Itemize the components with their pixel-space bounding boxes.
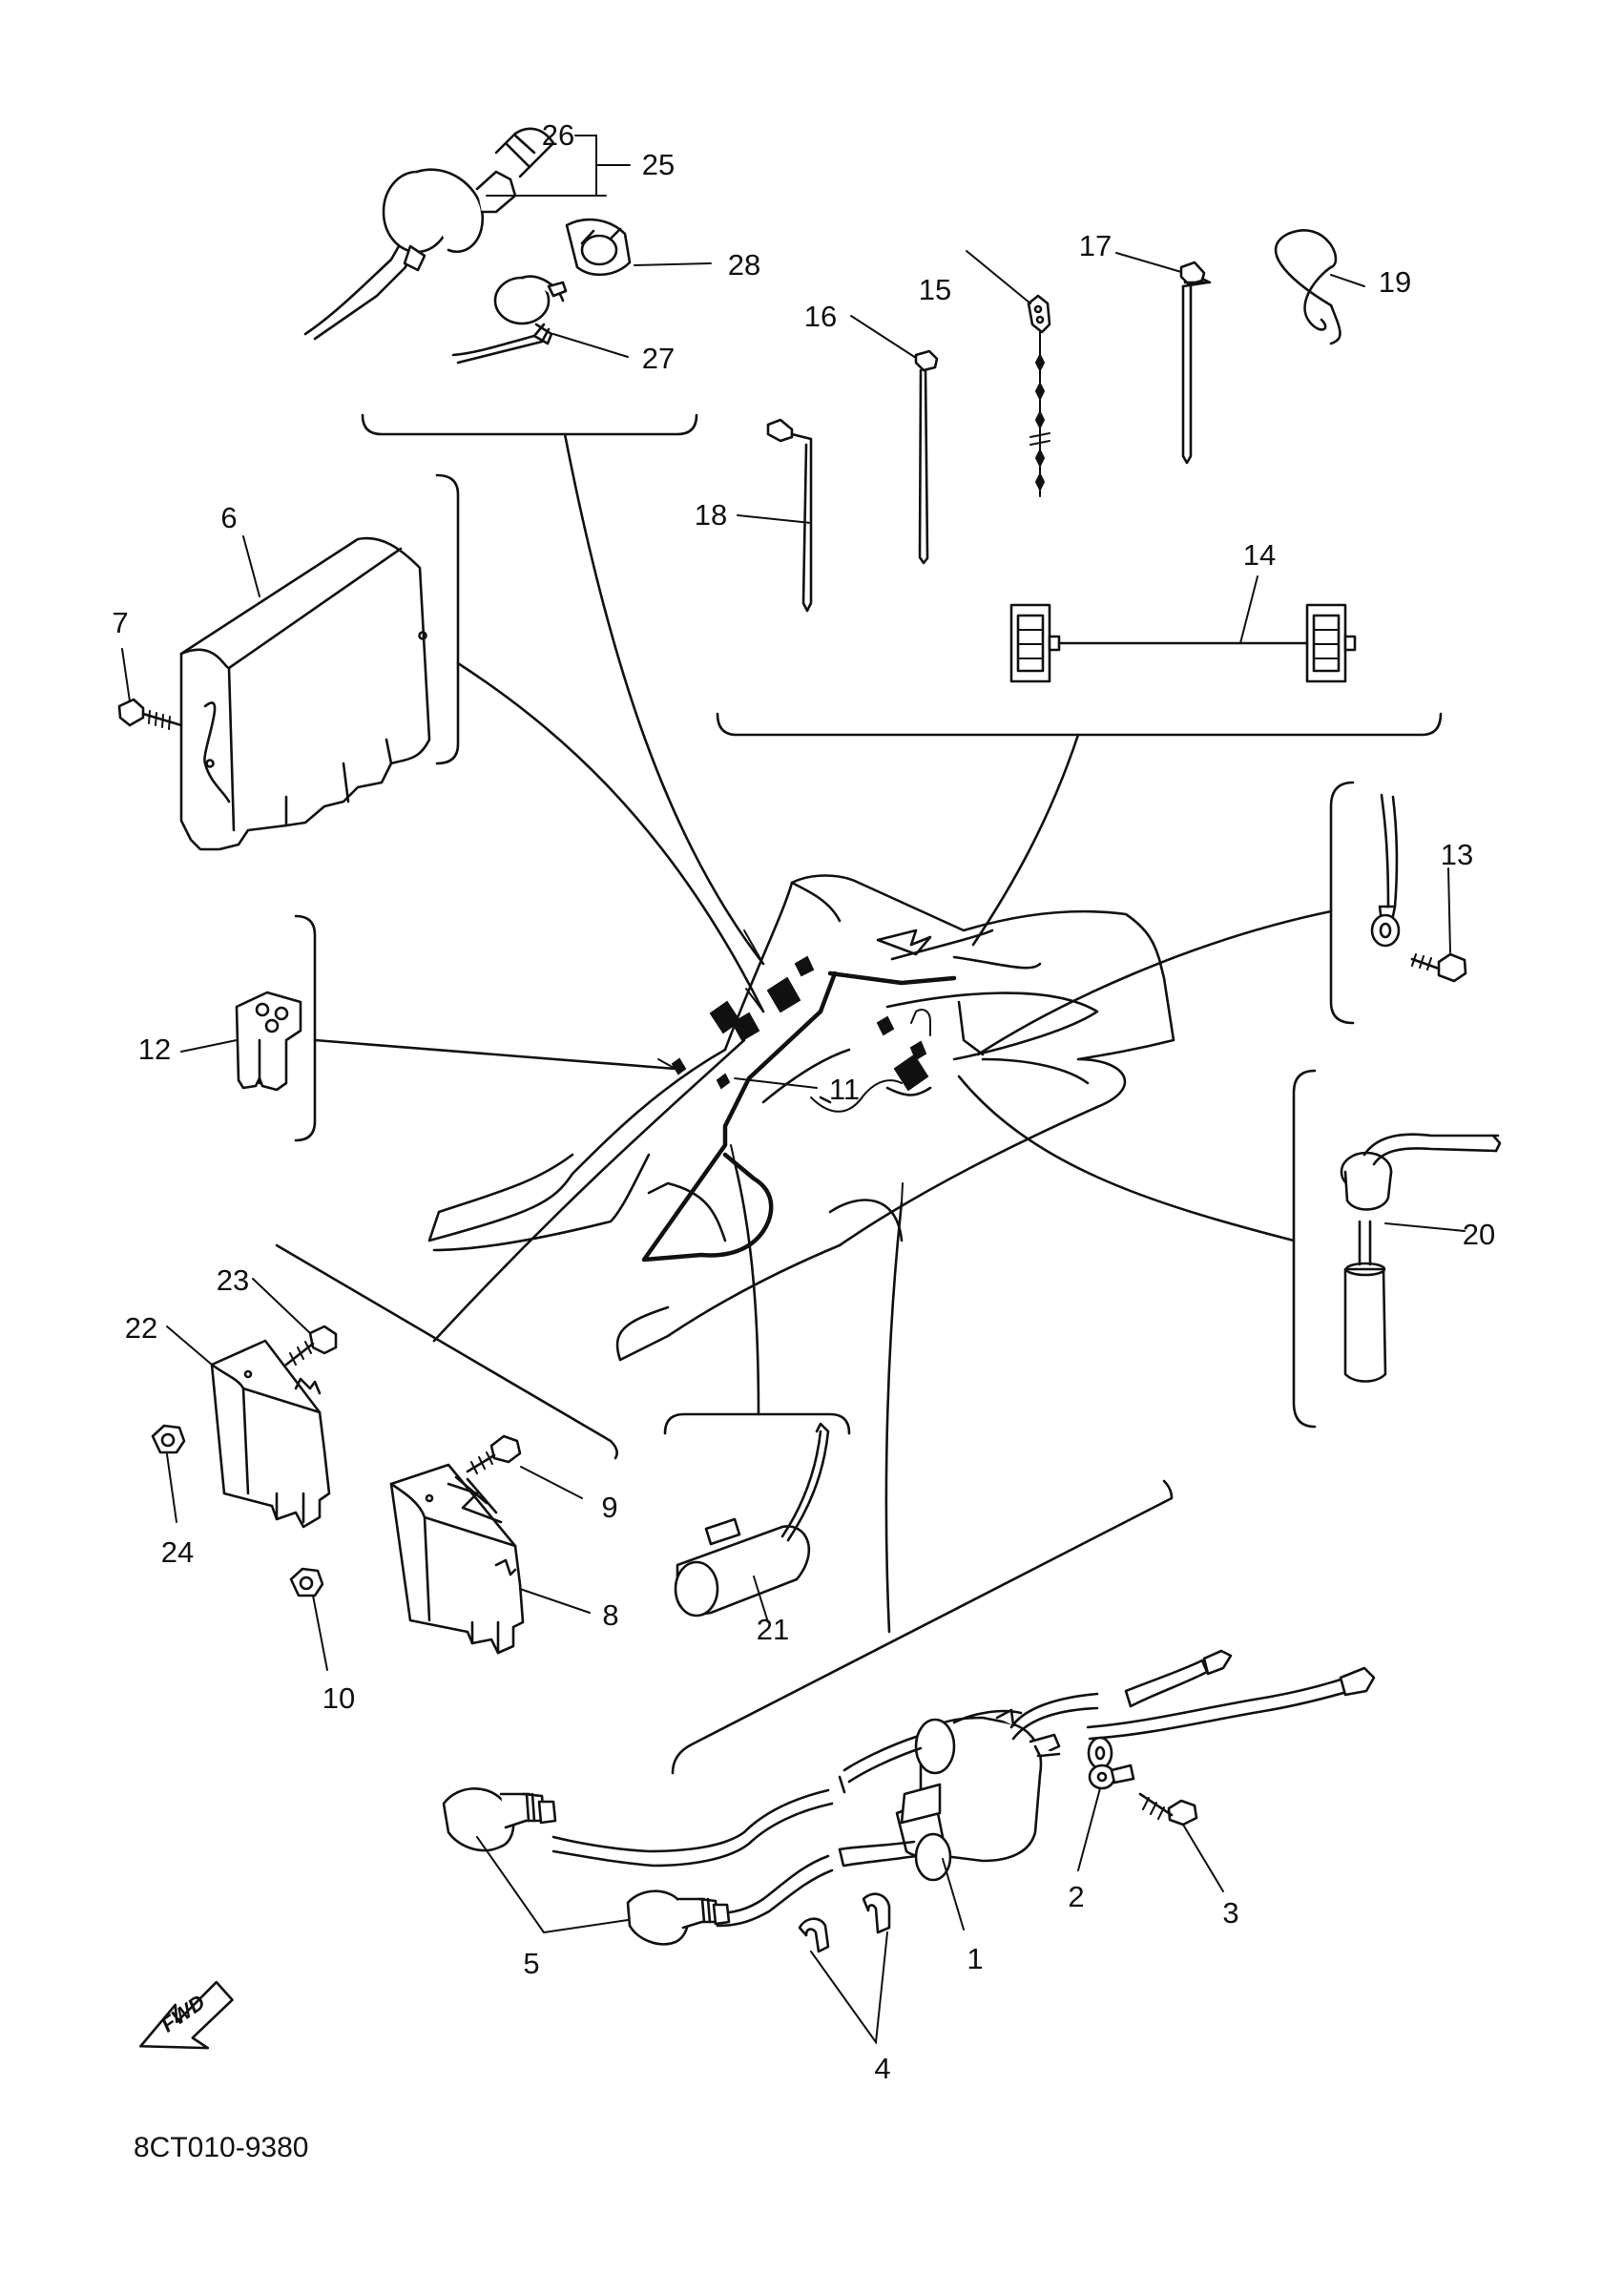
nut-part-10 xyxy=(289,1567,324,1597)
capacitor-part-21 xyxy=(674,1422,830,1618)
cable-tie-part-18 xyxy=(766,418,813,613)
hull-connectors xyxy=(671,955,931,1113)
bolt-part-7 xyxy=(117,698,183,730)
bolt-part-23 xyxy=(284,1325,338,1367)
callout-leaders xyxy=(121,135,1466,2045)
callout-21: 21 xyxy=(757,1613,789,1646)
sensor-part-20 xyxy=(1340,1133,1502,1383)
module-part-8 xyxy=(389,1463,525,1655)
module-part-22 xyxy=(210,1339,331,1529)
ecm-control-unit xyxy=(179,536,431,851)
callout-14: 14 xyxy=(1243,538,1276,572)
harness-connector-i xyxy=(716,1073,731,1090)
coil-wires xyxy=(551,1649,1376,1928)
ring-terminal-part-2 xyxy=(1088,1764,1135,1790)
switch-part-27 xyxy=(451,275,568,365)
callout-11: 11 xyxy=(829,1073,860,1106)
hose-clip-part-19 xyxy=(1274,229,1341,345)
cable-tie-part-17 xyxy=(1179,261,1212,465)
ignition-coil-part-1 xyxy=(895,1708,1061,1882)
connection-lines xyxy=(313,432,1333,1634)
callout-9: 9 xyxy=(601,1491,617,1524)
callout-24: 24 xyxy=(161,1535,194,1569)
group-brackets xyxy=(275,413,1443,1775)
callout-16: 16 xyxy=(804,300,837,333)
bolt-part-13 xyxy=(1410,952,1467,983)
callout-7: 7 xyxy=(112,606,128,639)
callout-numbers: 1 2 3 4 5 6 7 8 9 10 11 12 13 14 15 16 1… xyxy=(112,118,1495,2085)
callout-27: 27 xyxy=(642,342,675,375)
callout-20: 20 xyxy=(1463,1218,1495,1251)
hull-body-outline xyxy=(427,874,1175,1362)
callout-17: 17 xyxy=(1079,229,1112,262)
callout-5: 5 xyxy=(523,1947,539,1980)
callout-10: 10 xyxy=(322,1681,355,1715)
callout-22: 22 xyxy=(125,1311,157,1345)
wire-clips-part-4 xyxy=(798,1892,891,1953)
callout-23: 23 xyxy=(217,1263,249,1297)
clamp-chain-part-15 xyxy=(1027,294,1051,497)
callout-4: 4 xyxy=(874,2052,890,2085)
ignition-nut-part-28 xyxy=(565,218,632,277)
harness-connector-a xyxy=(766,976,801,1013)
diagram-code: 8CT010-9380 xyxy=(134,2132,308,2163)
harness-connector-c xyxy=(731,1012,760,1042)
harness-connector-h xyxy=(671,1057,687,1075)
strap-part-14 xyxy=(1009,603,1357,683)
harness-connector-e xyxy=(876,1015,895,1036)
harness-connector-d xyxy=(794,955,815,977)
cable-tie-part-16 xyxy=(914,349,939,565)
callout-2: 2 xyxy=(1068,1880,1084,1913)
callout-1: 1 xyxy=(967,1942,983,1975)
nut-part-24 xyxy=(151,1424,186,1454)
callout-25: 25 xyxy=(642,148,675,181)
callout-8: 8 xyxy=(602,1598,618,1632)
callout-18: 18 xyxy=(695,498,727,532)
callout-19: 19 xyxy=(1379,265,1411,299)
callout-3: 3 xyxy=(1222,1896,1238,1930)
screw-part-3 xyxy=(1138,1792,1198,1826)
ignition-switch-assembly xyxy=(303,127,555,341)
harness-connector-g xyxy=(893,1054,929,1092)
callout-6: 6 xyxy=(220,501,237,534)
spark-plug-caps-part-5 xyxy=(442,1787,731,1946)
callout-12: 12 xyxy=(138,1033,171,1066)
ground-lead-part-13 xyxy=(1370,793,1401,948)
callout-15: 15 xyxy=(919,273,951,306)
fwd-arrow: FWD xyxy=(139,1980,234,2050)
callout-28: 28 xyxy=(728,248,760,282)
callout-26: 26 xyxy=(542,118,574,152)
connector-part-12 xyxy=(235,991,302,1092)
callout-13: 13 xyxy=(1441,838,1473,871)
bolt-part-9 xyxy=(466,1434,522,1474)
